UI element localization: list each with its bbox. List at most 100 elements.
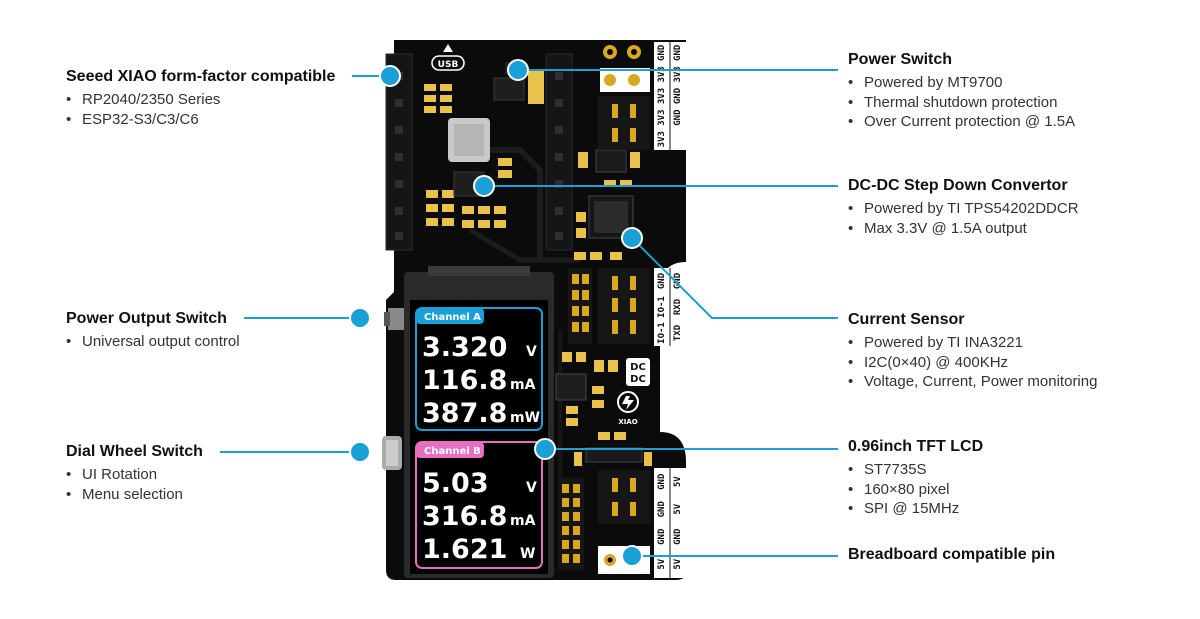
xiao-label: XIAO (618, 418, 637, 426)
pin-label: GND (673, 44, 683, 61)
list-item: Powered by TI TPS54202DDCR (848, 199, 1188, 219)
pin-label: 3V3 (657, 66, 667, 82)
dot-dcdc (473, 175, 495, 197)
callout-lcd-list: ST7735S 160×80 pixel SPI @ 15MHz (848, 460, 1148, 519)
leader-lines (220, 69, 838, 557)
callout-power-switch-title: Power Switch (848, 51, 953, 68)
leader-dots (349, 59, 643, 567)
callout-xiao-list: RP2040/2350 Series ESP32-S3/C3/C6 (66, 90, 366, 129)
channel-a-tab (416, 308, 484, 324)
callout-dial-title: Dial Wheel Switch (66, 443, 203, 460)
pin-label: RXD (673, 298, 683, 315)
callout-xiao: Seeed XIAO form-factor compatible RP2040… (66, 68, 366, 129)
pin-label: 5V (673, 558, 683, 569)
pin-pads-top (598, 45, 650, 150)
callout-output-switch: Power Output Switch Universal output con… (66, 310, 326, 352)
channel-b-panel: Channel B 5.03 V 316.8 mA 1.621 W (415, 441, 543, 569)
pin-label: GND (657, 528, 667, 545)
pin-label: GND (673, 87, 683, 104)
list-item: Voltage, Current, Power monitoring (848, 372, 1193, 392)
callout-current: Current Sensor Powered by TI INA3221 I2C… (848, 311, 1193, 392)
callout-dial-list: UI Rotation Menu selection (66, 465, 306, 504)
callout-breadboard: Breadboard compatible pin (848, 546, 1148, 568)
pin-pads-mid (568, 268, 650, 344)
channel-a-power-unit: mW (510, 410, 540, 426)
callout-dcdc: DC-DC Step Down Convertor Powered by TI … (848, 177, 1188, 238)
dial-wheel (382, 436, 402, 470)
channel-a-voltage: 3.320 (422, 332, 507, 363)
list-item: ESP32-S3/C3/C6 (66, 110, 366, 130)
channel-b-tab (416, 442, 484, 458)
list-item: I2C(0×40) @ 400KHz (848, 353, 1193, 373)
dot-lcd (534, 438, 556, 460)
svg-text:DC: DC (630, 362, 646, 373)
svg-text:DC: DC (630, 374, 646, 385)
callout-power-switch: Power Switch Powered by MT9700 Thermal s… (848, 51, 1188, 132)
list-item: 160×80 pixel (848, 480, 1148, 500)
pin-label: GND (673, 528, 683, 545)
pin-label: GND (657, 473, 667, 490)
callout-power-switch-list: Powered by MT9700 Thermal shutdown prote… (848, 73, 1188, 132)
list-item: UI Rotation (66, 465, 306, 485)
callout-dcdc-title: DC-DC Step Down Convertor (848, 177, 1068, 194)
dot-power-switch (507, 59, 529, 81)
callout-dcdc-list: Powered by TI TPS54202DDCR Max 3.3V @ 1.… (848, 199, 1188, 238)
channel-a-current-unit: mA (510, 377, 536, 393)
callout-lcd: 0.96inch TFT LCD ST7735S 160×80 pixel SP… (848, 438, 1148, 519)
callout-xiao-title: Seeed XIAO form-factor compatible (66, 68, 336, 85)
pin-label: GND (657, 44, 667, 61)
dcdc-chip (588, 195, 634, 239)
pin-label: 3V3 (657, 131, 667, 147)
channel-b-voltage: 5.03 (422, 468, 489, 499)
dc-logo: DC DC (626, 358, 650, 386)
usb-marker: USB (431, 44, 465, 71)
pin-label: 3V3 (657, 109, 667, 125)
list-item: Menu selection (66, 485, 306, 505)
list-item: Max 3.3V @ 1.5A output (848, 219, 1188, 239)
callout-output-switch-title: Power Output Switch (66, 310, 227, 327)
pin-label: 5V (673, 503, 683, 514)
channel-b-power: 1.621 (422, 534, 507, 565)
channel-a-panel: Channel A 3.320 V 116.8 mA 387.8 mW (415, 307, 543, 431)
list-item: RP2040/2350 Series (66, 90, 366, 110)
dot-current (621, 227, 643, 249)
callout-breadboard-title: Breadboard compatible pin (848, 546, 1056, 563)
channel-b-current-unit: mA (510, 513, 536, 529)
xiao-logo: XIAO (617, 391, 639, 426)
usb-label: USB (438, 60, 459, 70)
channel-a-power: 387.8 (422, 398, 507, 429)
channel-b-voltage-unit: V (526, 480, 537, 496)
callout-current-list: Powered by TI INA3221 I2C(0×40) @ 400KHz… (848, 333, 1193, 392)
channel-b-label: Channel B (424, 446, 481, 457)
channel-a-voltage-unit: V (526, 344, 537, 360)
list-item: SPI @ 15MHz (848, 499, 1148, 519)
dot-dial (349, 441, 371, 463)
pin-label: 5V (673, 476, 683, 487)
pin-label: GND (657, 272, 667, 289)
list-item: Powered by MT9700 (848, 73, 1188, 93)
leader-current (631, 237, 838, 319)
channel-b-power-unit: W (520, 546, 535, 562)
callout-current-title: Current Sensor (848, 311, 965, 328)
pin-label: TXD (673, 324, 683, 341)
pin-label: IO-1 (657, 322, 667, 344)
current-sensor-chip (555, 352, 652, 466)
list-item: ST7735S (848, 460, 1148, 480)
pin-label: GND (657, 501, 667, 518)
output-switch (384, 308, 404, 330)
channel-a-current: 116.8 (422, 365, 507, 396)
list-item: Universal output control (66, 332, 326, 352)
callout-dial: Dial Wheel Switch UI Rotation Menu selec… (66, 443, 306, 504)
channel-a-label: Channel A (424, 312, 481, 323)
dot-xiao (379, 65, 401, 87)
pin-label: GND (673, 272, 683, 289)
dot-breadboard (621, 545, 643, 567)
channel-b-current: 316.8 (422, 501, 507, 532)
callout-output-switch-list: Universal output control (66, 332, 326, 352)
pin-label: GND (673, 109, 683, 126)
dot-output-switch (349, 307, 371, 329)
